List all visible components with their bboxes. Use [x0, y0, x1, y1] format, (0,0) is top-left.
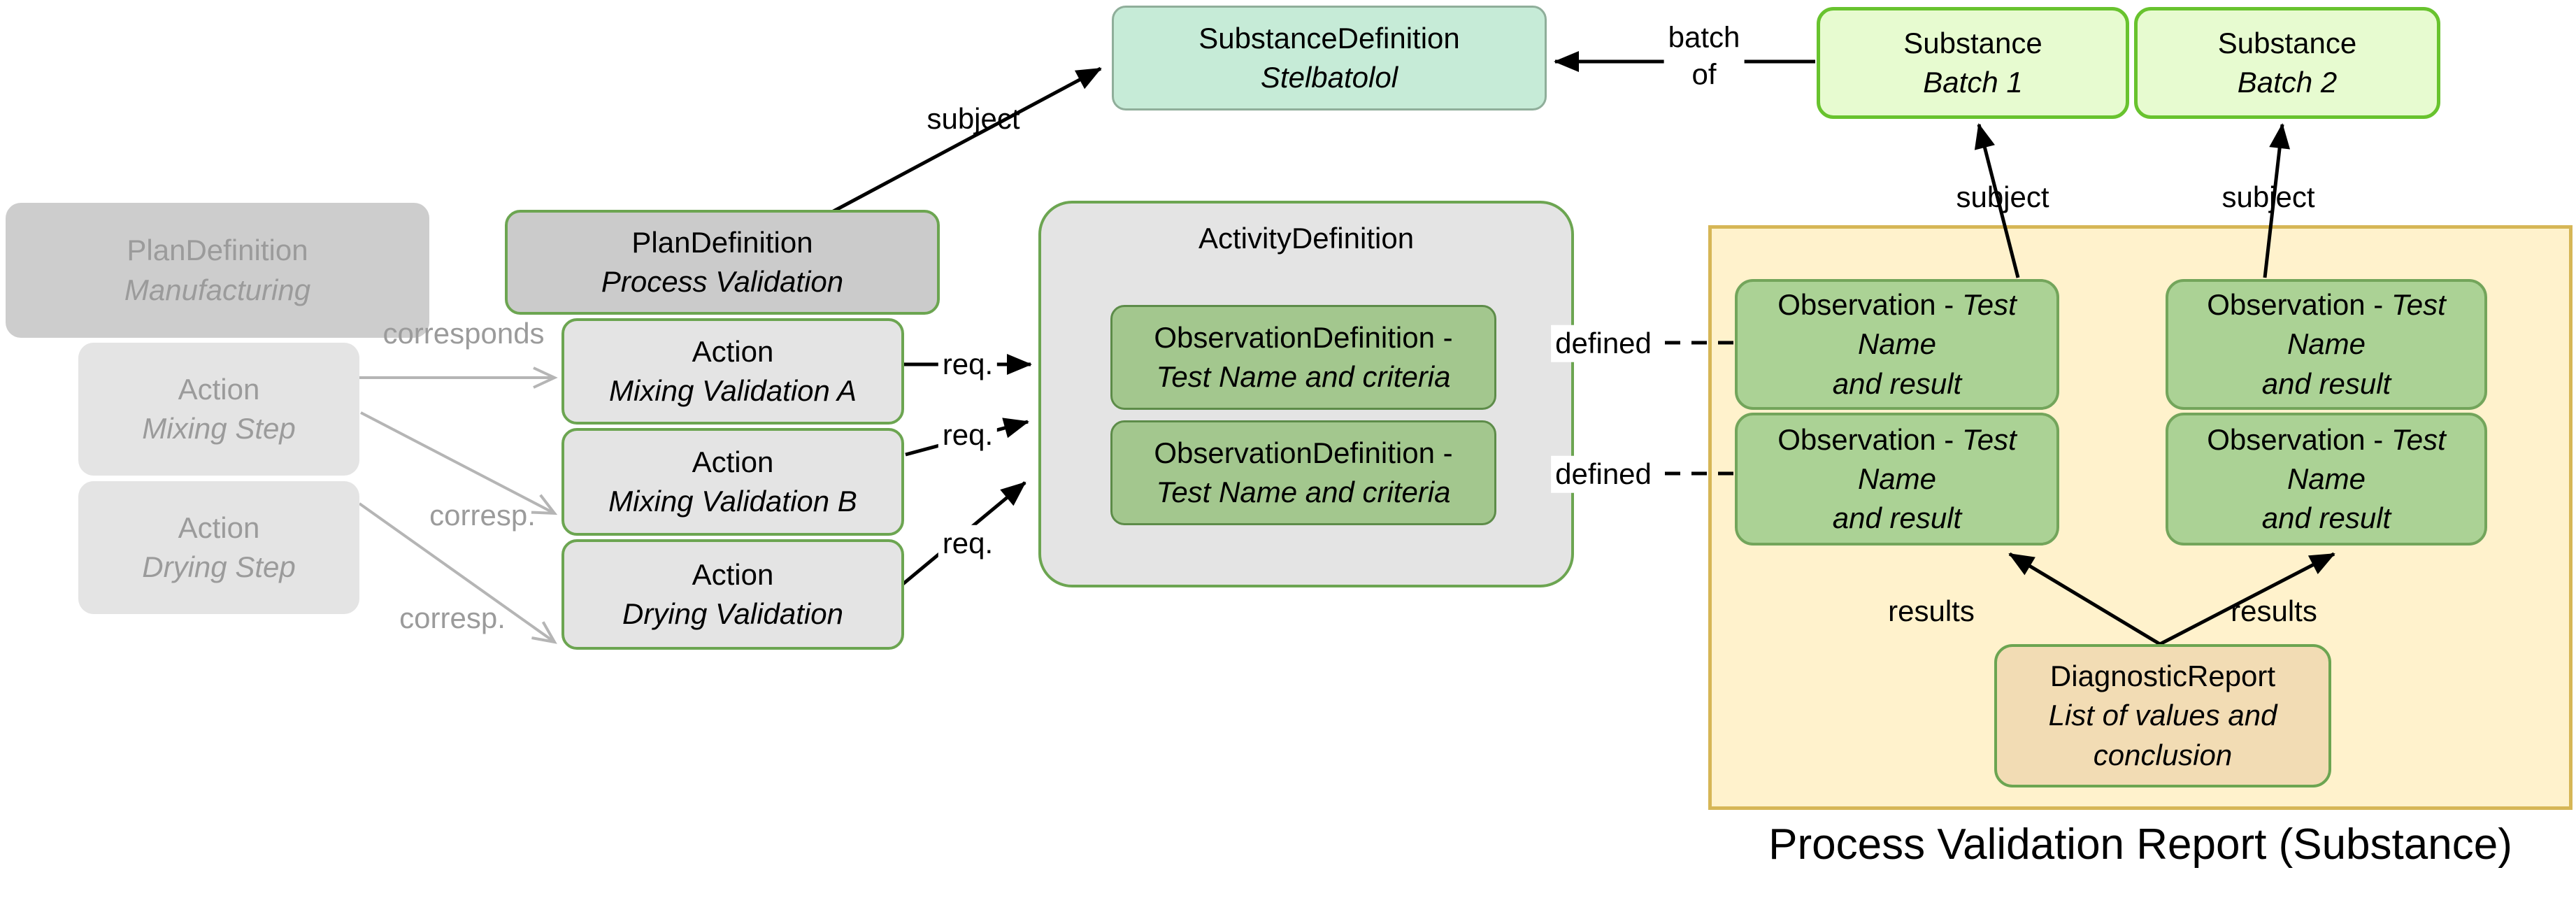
- node-observation-1a: Observation - Test Name and result: [1735, 279, 2059, 410]
- diagnostic-report-subtitle-2: conclusion: [2093, 738, 2233, 771]
- substance-definition-subtitle: Stelbatolol: [1260, 61, 1398, 94]
- substance-definition-title: SubstanceDefinition: [1198, 21, 1460, 55]
- substance-batch-1-title: Substance: [1903, 26, 2042, 59]
- node-observation-2a: Observation - Test Name and result: [2166, 279, 2487, 410]
- observation-1b-line2: and result: [1832, 501, 1962, 535]
- node-observation-2b: Observation - Test Name and result: [2166, 413, 2487, 546]
- action-mixing-step-subtitle: Mixing Step: [142, 412, 296, 445]
- action-mixing-validation-a-title: Action: [692, 334, 774, 368]
- observation-1b-line1: Observation - Test Name: [1738, 420, 2056, 499]
- node-action-drying-validation: Action Drying Validation: [561, 539, 904, 650]
- observation-2a-testname: Test Name: [2287, 288, 2446, 361]
- label-batch: batch: [1668, 20, 1740, 54]
- observation-2a-prefix: Observation -: [2207, 288, 2384, 322]
- observation-2b-line2: and result: [2261, 501, 2391, 535]
- observation-definition-2-title: ObservationDefinition -: [1154, 436, 1453, 469]
- observation-1a-prefix: Observation -: [1777, 288, 1954, 322]
- substance-batch-2-subtitle: Batch 2: [2237, 66, 2338, 99]
- node-action-drying-step: Action Drying Step: [78, 481, 359, 614]
- observation-1a-line1: Observation - Test Name: [1738, 285, 2056, 364]
- observation-definition-2-subtitle: Test Name and criteria: [1156, 476, 1451, 508]
- action-mixing-step-title: Action: [178, 372, 260, 406]
- label-results-left: results: [1888, 594, 1975, 627]
- label-corresponds: corresponds: [382, 316, 545, 350]
- label-req-2: req.: [938, 416, 998, 454]
- substance-batch-2-title: Substance: [2217, 26, 2357, 59]
- observation-definition-1-subtitle: Test Name and criteria: [1156, 360, 1451, 393]
- label-defined-1: defined: [1551, 325, 1656, 362]
- action-drying-step-subtitle: Drying Step: [142, 550, 296, 583]
- observation-2a-line2: and result: [2261, 366, 2391, 400]
- observation-2b-testname: Test Name: [2287, 422, 2446, 495]
- node-observation-definition-1: ObservationDefinition - Test Name and cr…: [1110, 305, 1496, 410]
- node-diagnostic-report: DiagnosticReport List of values and conc…: [1994, 644, 2331, 787]
- observation-1a-line2: and result: [1832, 366, 1962, 400]
- node-substance-definition: SubstanceDefinition Stelbatolol: [1112, 6, 1547, 111]
- action-drying-step-title: Action: [178, 511, 260, 544]
- label-subject-batch2: subject: [2221, 180, 2315, 213]
- node-substance-batch-1: Substance Batch 1: [1817, 7, 2129, 119]
- label-results-right: results: [2231, 594, 2317, 627]
- plandefinition-process-validation-title: PlanDefinition: [631, 225, 813, 259]
- diagnostic-report-title: DiagnosticReport: [2049, 660, 2276, 693]
- observation-2b-prefix: Observation -: [2207, 422, 2384, 456]
- observation-1b-testname: Test Name: [1857, 422, 2017, 495]
- node-plandefinition-process-validation: PlanDefinition Process Validation: [505, 210, 940, 315]
- plandefinition-process-validation-subtitle: Process Validation: [601, 265, 844, 298]
- label-of: of: [1691, 57, 1717, 90]
- action-drying-validation-title: Action: [692, 557, 774, 591]
- plandefinition-manufacturing-title: PlanDefinition: [127, 234, 308, 267]
- report-region-caption: Process Validation Report (Substance): [1768, 820, 2512, 869]
- edge-subject-plandefinition: [831, 66, 1102, 214]
- node-substance-batch-2: Substance Batch 2: [2134, 7, 2440, 119]
- label-req-3: req.: [938, 525, 998, 562]
- observation-1b-prefix: Observation -: [1777, 422, 1954, 456]
- label-defined-2: defined: [1551, 455, 1656, 493]
- node-observation-definition-2: ObservationDefinition - Test Name and cr…: [1110, 420, 1496, 525]
- diagnostic-report-subtitle-1: List of values and: [2048, 699, 2277, 732]
- observation-1a-testname: Test Name: [1857, 288, 2017, 361]
- observation-2a-line1: Observation - Test Name: [2168, 285, 2484, 364]
- substance-batch-1-subtitle: Batch 1: [1923, 66, 2023, 99]
- label-batch-of: batch of: [1663, 19, 1745, 93]
- label-req-1: req.: [938, 345, 998, 383]
- action-mixing-validation-a-subtitle: Mixing Validation A: [608, 374, 857, 407]
- action-mixing-validation-b-subtitle: Mixing Validation B: [608, 485, 857, 518]
- observation-2b-line1: Observation - Test Name: [2168, 420, 2484, 499]
- plandefinition-manufacturing-subtitle: Manufacturing: [124, 273, 311, 306]
- node-action-mixing-validation-a: Action Mixing Validation A: [561, 318, 904, 425]
- node-action-mixing-step: Action Mixing Step: [78, 343, 359, 476]
- node-plandefinition-manufacturing: PlanDefinition Manufacturing: [6, 203, 429, 338]
- label-corresp-1: corresp.: [429, 498, 536, 532]
- action-mixing-validation-b-title: Action: [692, 445, 774, 478]
- observation-definition-1-title: ObservationDefinition -: [1154, 320, 1453, 354]
- label-subject-batch1: subject: [1956, 180, 2049, 213]
- node-action-mixing-validation-b: Action Mixing Validation B: [561, 428, 904, 536]
- label-subject-plandefinition: subject: [926, 101, 1020, 135]
- label-corresp-2: corresp.: [399, 601, 506, 634]
- activity-definition-title: ActivityDefinition: [1198, 222, 1415, 255]
- action-drying-validation-subtitle: Drying Validation: [622, 597, 843, 630]
- node-observation-1b: Observation - Test Name and result: [1735, 413, 2059, 546]
